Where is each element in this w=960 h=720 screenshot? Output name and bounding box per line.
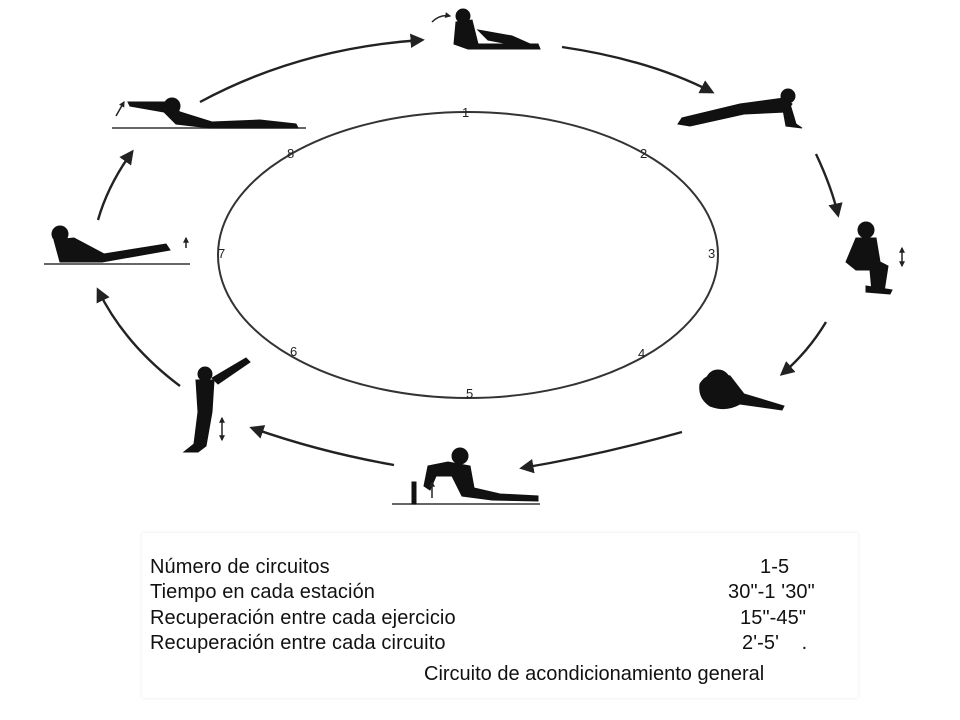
station-labels: 1 2 3 4 5 6 7 8 <box>218 105 715 401</box>
arrow-4-to-5 <box>519 430 683 474</box>
info-row-circuit-recovery: Recuperación entre cada circuito 2'-5' . <box>150 631 840 655</box>
info-label: Recuperación entre cada circuito <box>150 632 446 654</box>
station-7-figure <box>44 225 190 265</box>
station-number-6: 6 <box>290 344 297 359</box>
lift-arrow-icon-back <box>115 100 125 117</box>
direction-arrow-icon <box>431 12 452 23</box>
station-6-figure <box>182 357 251 453</box>
station-number-4: 4 <box>638 346 645 361</box>
info-label: Tiempo en cada estación <box>150 581 376 603</box>
station-3-figure <box>845 221 905 295</box>
arrow-2-to-3 <box>814 153 843 218</box>
info-row-circuits: Número de circuitos 1-5 <box>150 555 840 579</box>
station-number-8: 8 <box>287 146 294 161</box>
circuit-arrows <box>96 33 843 474</box>
circuit-ring <box>217 111 719 399</box>
arrow-6-to-7 <box>96 287 181 387</box>
diagram-caption: Circuito de acondicionamiento general <box>424 663 765 685</box>
station-8-figure <box>112 97 306 129</box>
info-row-station-time: Tiempo en cada estación 30"-1 '30" <box>150 580 840 604</box>
station-number-2: 2 <box>640 146 647 161</box>
info-label: Número de circuitos <box>150 556 330 578</box>
station-number-3: 3 <box>708 246 715 261</box>
info-label: Recuperación entre cada ejercicio <box>150 607 456 629</box>
circuit-info-panel: Número de circuitos 1-5 Tiempo en cada e… <box>142 533 858 698</box>
arrow-1-to-2 <box>561 45 715 94</box>
info-value: 15"-45" <box>740 607 807 629</box>
arrow-3-to-4 <box>779 321 828 376</box>
arrow-7-to-8 <box>96 149 134 221</box>
station-1-figure <box>431 8 541 50</box>
circuit-diagram: 1 2 3 4 5 6 7 8 <box>44 8 905 505</box>
arrow-8-to-1 <box>199 33 425 104</box>
info-value: 2'-5' . <box>742 632 808 654</box>
info-value: 1-5 <box>760 556 790 578</box>
station-number-5: 5 <box>466 386 473 401</box>
arrow-5-to-6 <box>249 425 395 467</box>
info-value: 30"-1 '30" <box>728 581 815 603</box>
station-number-1: 1 <box>462 105 469 120</box>
station-2-figure <box>677 88 803 129</box>
station-5-figure <box>392 447 540 505</box>
station-number-7: 7 <box>218 246 225 261</box>
info-row-exercise-recovery: Recuperación entre cada ejercicio 15"-45… <box>150 606 840 630</box>
station-4-figure <box>699 369 785 411</box>
